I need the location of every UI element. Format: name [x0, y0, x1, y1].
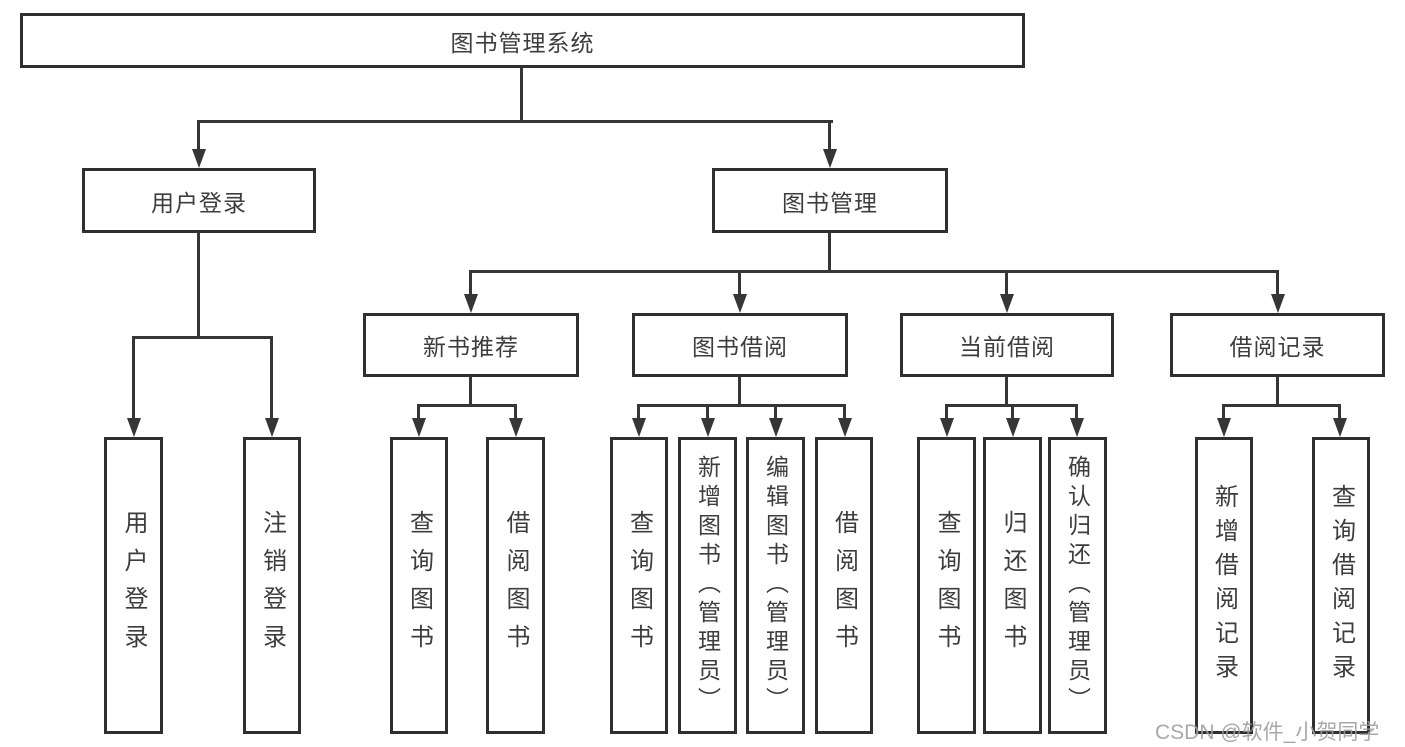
arrow-icon	[127, 418, 141, 437]
arrow-icon	[1333, 418, 1347, 437]
node-book-management: 图书管理	[712, 168, 948, 233]
leaf-user-login: 用户登录	[104, 437, 163, 734]
arrow-icon	[1271, 294, 1285, 313]
leaf-add-books-admin: 新增图书（管理员）	[678, 437, 737, 734]
arrow-icon	[701, 418, 715, 437]
node-new-book-recommend: 新书推荐	[363, 313, 579, 377]
csdn-watermark: CSDN @软件_小贺同学	[1155, 721, 1380, 744]
arrow-icon	[823, 149, 837, 168]
leaf-query-books-borrow: 查询图书	[610, 437, 668, 734]
node-user-login: 用户登录	[82, 168, 316, 233]
leaf-confirm-return-admin: 确认归还（管理员）	[1048, 437, 1107, 734]
arrow-icon	[769, 418, 783, 437]
arrow-icon	[1070, 418, 1084, 437]
node-book-borrow: 图书借阅	[632, 313, 848, 377]
leaf-query-borrow-record: 查询借阅记录	[1312, 437, 1370, 734]
arrow-icon	[412, 418, 426, 437]
arrow-icon	[838, 418, 852, 437]
leaf-logout: 注销登录	[243, 437, 301, 734]
arrow-icon	[464, 294, 478, 313]
arrow-icon	[632, 418, 646, 437]
leaf-edit-books-admin: 编辑图书（管理员）	[746, 437, 805, 734]
arrow-icon	[940, 418, 954, 437]
leaf-borrow-books-recommend: 借阅图书	[486, 437, 545, 734]
leaf-query-books-recommend: 查询图书	[390, 437, 448, 734]
leaf-add-borrow-record: 新增借阅记录	[1195, 437, 1253, 734]
arrow-icon	[1217, 418, 1231, 437]
arrow-icon	[733, 294, 747, 313]
leaf-return-books: 归还图书	[983, 437, 1042, 734]
leaf-query-books-current: 查询图书	[917, 437, 976, 734]
arrow-icon	[1006, 418, 1020, 437]
node-library-management-system: 图书管理系统	[20, 13, 1025, 68]
arrow-icon	[509, 418, 523, 437]
node-current-borrow: 当前借阅	[900, 313, 1114, 377]
arrow-icon	[265, 418, 279, 437]
arrow-icon	[1000, 294, 1014, 313]
node-borrow-records: 借阅记录	[1170, 313, 1385, 377]
leaf-borrow-books: 借阅图书	[815, 437, 873, 734]
arrow-icon	[192, 149, 206, 168]
